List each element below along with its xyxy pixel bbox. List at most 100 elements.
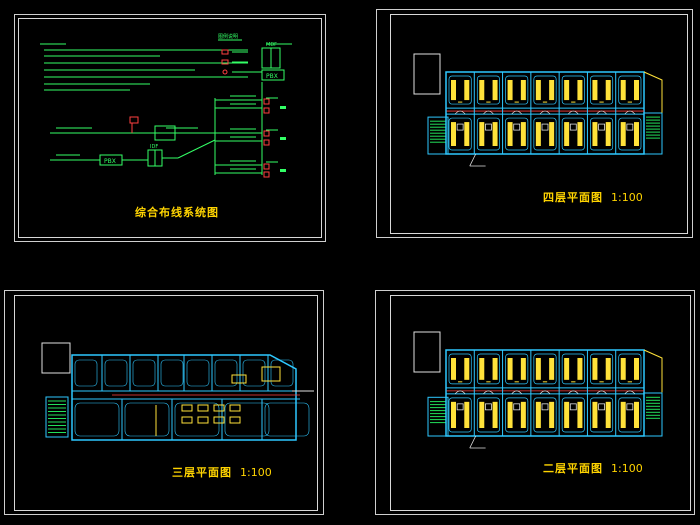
bed-top-left	[620, 80, 626, 101]
outlet	[626, 123, 634, 131]
sheet-floor4-frame	[376, 9, 693, 238]
system-trunk	[50, 82, 278, 175]
door-swing	[596, 390, 607, 395]
room-top	[590, 353, 614, 385]
room-bottom	[561, 397, 585, 433]
outlet	[598, 403, 605, 411]
room-top	[505, 75, 529, 105]
room-top	[214, 359, 238, 387]
bed-top-left	[507, 358, 513, 380]
room-bottom	[505, 397, 529, 433]
bed-top-right	[520, 358, 526, 380]
room-bottom	[224, 402, 270, 437]
room-bottom	[74, 402, 120, 437]
room-top	[160, 359, 184, 387]
room-bottom	[476, 397, 500, 433]
idf-box-label: IDF	[150, 144, 158, 150]
desk	[181, 416, 193, 424]
bed-bottom-left	[479, 401, 485, 428]
room-top	[476, 353, 500, 385]
bed-bottom-right	[464, 401, 470, 428]
room-top	[476, 75, 500, 105]
bed-top-right	[605, 80, 611, 101]
door-swing	[483, 110, 494, 115]
floor3-title: 三层平面图 1:100	[172, 464, 272, 480]
bed-top-left	[564, 358, 570, 380]
stair-tower	[41, 342, 71, 374]
bed-top-left	[451, 80, 456, 101]
room-top	[561, 75, 585, 105]
outlet	[569, 123, 577, 131]
bed-top-right	[549, 358, 555, 380]
door-swing	[624, 110, 636, 115]
outlet	[626, 403, 634, 411]
outlet	[485, 123, 492, 131]
floor4-scale: 1:100	[611, 191, 643, 204]
bed-bottom-left	[507, 401, 513, 428]
room-top	[132, 359, 156, 387]
bed-top-left	[592, 358, 598, 380]
mdf-box-label: MDF	[266, 42, 277, 48]
room-top	[74, 359, 98, 387]
bed-bottom-left	[535, 401, 541, 428]
room-top	[270, 359, 294, 387]
bed-top-left	[620, 358, 626, 380]
room-bottom	[448, 397, 472, 433]
bed-top-left	[479, 358, 485, 380]
bed-bottom-left	[451, 122, 456, 146]
sheet-system-frame	[14, 14, 326, 242]
bed-top-right	[634, 80, 639, 101]
bed-top-right	[492, 358, 498, 380]
room-bottom	[505, 117, 529, 151]
room-top	[618, 75, 642, 105]
room-top	[618, 353, 642, 385]
bed-bottom-right	[605, 401, 611, 428]
desk	[197, 404, 209, 412]
outlet	[485, 403, 492, 411]
room-bottom	[590, 117, 614, 151]
bed-bottom-right	[549, 401, 555, 428]
bed-top-right	[605, 358, 611, 380]
bed-top-left	[535, 358, 541, 380]
sheet-floor4-inner-frame	[390, 14, 688, 234]
room-top	[533, 75, 557, 105]
room-bottom	[448, 117, 472, 151]
room-top	[533, 353, 557, 385]
outlet	[456, 403, 464, 411]
bed-top-left	[535, 80, 541, 101]
bed-bottom-right	[492, 122, 498, 146]
desk	[229, 404, 241, 412]
bed-bottom-right	[577, 401, 583, 428]
sheet-floor3-frame	[4, 290, 324, 515]
bed-top-right	[464, 358, 470, 380]
room-bottom	[561, 117, 585, 151]
bed-bottom-left	[479, 122, 485, 146]
outlet	[513, 403, 521, 411]
bed-top-left	[592, 80, 598, 101]
outlet	[513, 123, 521, 131]
bed-bottom-left	[564, 122, 570, 146]
sheet-floor2-frame	[375, 290, 695, 515]
system-riser-marks	[280, 106, 286, 172]
bed-bottom-right	[492, 401, 498, 428]
desk	[213, 416, 225, 424]
bed-bottom-right	[464, 122, 470, 146]
room-top	[448, 75, 472, 105]
room-bottom	[590, 397, 614, 433]
desk	[229, 416, 241, 424]
floor3-scale: 1:100	[240, 466, 272, 479]
desk	[213, 404, 225, 412]
system-diagram-title: 综合布线系统图	[135, 204, 219, 220]
floor3-title-text: 三层平面图	[172, 466, 232, 479]
pbx-box-right-label: PBX	[266, 73, 278, 80]
floor2-title-text: 二层平面图	[543, 462, 603, 475]
pbx-box-left-label: PBX	[104, 158, 116, 165]
bed-bottom-right	[549, 122, 555, 146]
bed-top-right	[549, 80, 555, 101]
end-room	[643, 71, 663, 113]
system-notes-right	[200, 49, 248, 78]
outlet	[456, 123, 464, 131]
bed-top-right	[577, 358, 583, 380]
stair-tower	[413, 331, 441, 373]
